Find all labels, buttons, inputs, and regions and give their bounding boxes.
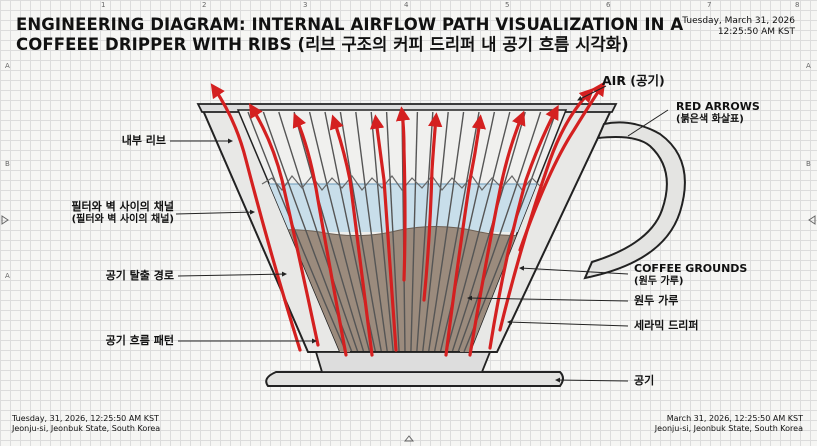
title-line-2: COFFEEE DRIPPER WITH RIBS (리브 구조의 커피 드리퍼…	[16, 35, 629, 54]
footer-right-line-1: March 31, 2026, 12:25:50 AM KST	[666, 414, 803, 423]
airflow-arrow	[248, 103, 320, 347]
internal-rib	[439, 111, 496, 352]
border-mark-side-4: A	[806, 62, 811, 70]
label-red-arrows-sub: (붉은색 화살표)	[676, 114, 744, 125]
leader-air-bottom	[555, 377, 629, 383]
airflow-arrow	[444, 114, 486, 357]
footer-right: March 31, 2026, 12:25:50 AM KST Jeonju-s…	[655, 414, 803, 434]
leader-air-top	[577, 85, 607, 101]
footer-left-line-2: Jeonju-si, Jeonbuk State, South Korea	[12, 424, 161, 433]
label-air-top: AIR (공기)	[602, 73, 665, 88]
leader-ceramic	[507, 319, 629, 327]
footer-left-line-1: Tuesday, 31, 2026, 12:25:50 AM KST	[12, 414, 159, 423]
label-air-exit-path: 공기 탈출 경로	[105, 269, 174, 282]
airflow-arrow	[329, 114, 374, 357]
leader-air-exit	[177, 271, 287, 277]
dripper-handle	[583, 121, 686, 280]
border-mark-top-3: 3	[303, 1, 308, 9]
airflow-arrow	[370, 114, 398, 352]
internal-rib	[293, 111, 365, 352]
airflow-arrow	[468, 110, 526, 357]
header-date: Tuesday, March 31, 2026	[682, 16, 795, 26]
leader-red-arrows	[627, 109, 669, 137]
airflow-arrow	[210, 83, 302, 352]
border-mark-side-5: B	[806, 160, 811, 168]
label-internal-ribs: 내부 리브	[121, 134, 166, 147]
internal-rib	[445, 111, 511, 352]
title-line-1: ENGINEERING DIAGRAM: INTERNAL AIRFLOW PA…	[16, 15, 684, 34]
dripper-base-stem	[314, 351, 492, 373]
internal-rib	[370, 111, 394, 352]
label-airflow-pattern: 공기 흐름 패턴	[105, 334, 174, 347]
airflow-arrow	[498, 87, 595, 332]
paper-filter-top-edge	[261, 175, 543, 191]
internal-rib	[427, 111, 465, 352]
dripper-base-plate	[265, 371, 564, 387]
border-mark-top-2: 2	[202, 1, 207, 9]
header-time: 12:25:50 AM KST	[717, 27, 795, 37]
internal-rib	[385, 111, 400, 352]
diagram-title: ENGINEERING DIAGRAM: INTERNAL AIRFLOW PA…	[16, 15, 683, 55]
border-markers	[1, 215, 816, 442]
label-air-bottom: 공기	[634, 374, 655, 387]
internal-rib	[451, 111, 526, 352]
header-timestamp: Tuesday, March 31, 2026 12:25:50 AM KST	[682, 16, 795, 38]
label-grounds-kr: 원두 가루	[634, 294, 679, 307]
label-red-arrows-main: RED ARROWS	[676, 100, 760, 113]
border-mark-top-4: 4	[404, 1, 409, 9]
border-mark-side-1: A	[5, 62, 10, 70]
airflow-arrow	[395, 106, 411, 282]
border-mark-top-6: 6	[606, 1, 611, 9]
label-channel: 필터와 벽 사이의 채널 (필터와 벽 사이의 채널)	[71, 200, 174, 226]
footer-right-line-2: Jeonju-si, Jeonbuk State, South Korea	[654, 424, 803, 433]
label-coffee-grounds-sub: (원두 가루)	[634, 276, 684, 287]
internal-rib	[422, 111, 449, 352]
border-mark-top-7: 7	[707, 1, 712, 9]
footer-left: Tuesday, 31, 2026, 12:25:50 AM KST Jeonj…	[12, 414, 160, 434]
internal-rib	[278, 111, 359, 352]
border-mark-side-2: B	[5, 160, 10, 168]
airflow-arrow	[518, 81, 606, 252]
border-mark-top-1: 1	[101, 1, 106, 9]
label-ceramic-dripper: 세라믹 드리퍼	[634, 319, 699, 332]
border-mark-side-3: A	[5, 272, 10, 280]
internal-rib	[247, 111, 347, 352]
internal-ribs	[247, 111, 557, 352]
border-mark-top-8: 8	[795, 1, 800, 9]
label-coffee-grounds: COFFEE GROUNDS (원두 가루)	[634, 262, 747, 288]
leader-grounds-kr	[467, 295, 629, 302]
border-mark-top-5: 5	[505, 1, 510, 9]
airflow-arrows	[210, 81, 606, 357]
airflow-arrow	[422, 112, 443, 302]
internal-rib	[308, 111, 371, 352]
label-channel-sub: (필터와 벽 사이의 채널)	[71, 214, 174, 225]
internal-rib	[355, 111, 388, 352]
leader-coffee-grounds	[519, 265, 629, 275]
airflow-arrow	[292, 112, 348, 357]
label-leaders	[170, 85, 669, 383]
internal-rib	[433, 111, 480, 352]
label-red-arrows: RED ARROWS (붉은색 화살표)	[676, 100, 760, 126]
leader-channel	[175, 209, 255, 215]
airflow-arrow	[488, 104, 559, 350]
internal-rib	[416, 111, 434, 352]
label-coffee-grounds-main: COFFEE GROUNDS	[634, 262, 748, 275]
internal-rib	[410, 111, 419, 352]
internal-rib	[339, 111, 383, 352]
internal-rib	[457, 111, 542, 352]
label-channel-main: 필터와 벽 사이의 채널	[71, 200, 174, 213]
